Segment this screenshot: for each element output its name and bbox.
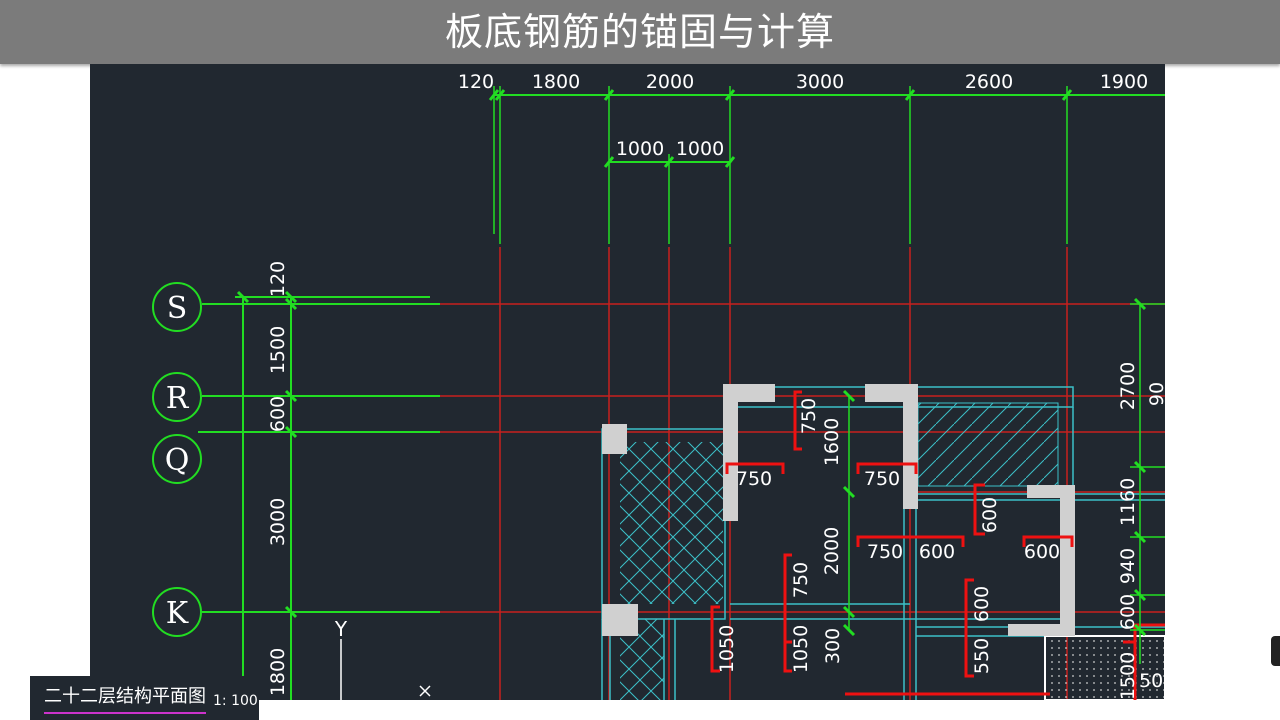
svg-text:Q: Q (165, 443, 190, 478)
axis-bubble-k: K (152, 587, 202, 637)
label-600-b: 600 (979, 497, 1001, 533)
dim-left-1800: 1800 (267, 648, 289, 696)
axis-bubble-q: Q (152, 434, 202, 484)
dim-right-1500: 1500 (1117, 652, 1139, 700)
dim-right-90: 90 (1146, 382, 1165, 406)
label-1050-b: 1050 (790, 625, 812, 673)
svg-text:R: R (166, 381, 190, 416)
dim-left-600: 600 (267, 396, 289, 432)
label-550: 550 (971, 638, 993, 674)
ucs-axis-icon: Y (334, 617, 431, 700)
dim-left-120: 120 (267, 261, 289, 297)
label-600-c: 600 (1024, 541, 1060, 563)
dim-top-120: 120 (458, 71, 494, 93)
dim-right-1160: 1160 (1117, 478, 1139, 526)
label-750-b: 750 (736, 468, 772, 490)
label-750-a: 750 (798, 398, 820, 434)
label-750-c: 750 (864, 468, 900, 490)
dim-top-1900: 1900 (1100, 71, 1148, 93)
label-750-e: 750 (790, 562, 812, 598)
internal-dimension-lines (842, 297, 1165, 664)
svg-text:K: K (166, 596, 189, 631)
sheet-name: 二十二层结构平面图 (44, 682, 206, 714)
dim-right-2700: 2700 (1117, 362, 1139, 410)
page-title: 板底钢筋的锚固与计算 (444, 10, 835, 54)
label-2000: 2000 (821, 527, 843, 575)
concrete-columns (602, 384, 1075, 636)
label-300: 300 (822, 628, 844, 664)
dim-left-1500: 1500 (267, 326, 289, 374)
right-dimensions: 2700 90 1160 940 600 1500 (1117, 362, 1165, 700)
axis-bubble-r: R (152, 372, 202, 422)
structural-plan-drawing: 120 1800 2000 3000 2600 1900 1000 1000 (152, 71, 1165, 700)
sheet-label-box: 二十二层结构平面图 1: 100 (30, 676, 259, 720)
top-extension-lines (493, 86, 1165, 244)
label-500: 500 (1139, 670, 1165, 692)
axis-bubble-s: S (152, 282, 202, 332)
dim-sub-1000-a: 1000 (616, 138, 664, 160)
label-750-d: 750 (867, 541, 903, 563)
shaft-hatch-area (917, 402, 1059, 487)
dim-top-1800: 1800 (532, 71, 580, 93)
label-600-d: 600 (971, 586, 993, 622)
ucs-y-label: Y (334, 617, 348, 641)
stair-hatch-area (620, 442, 723, 604)
dim-top-2000: 2000 (646, 71, 694, 93)
dim-top-3000: 3000 (796, 71, 844, 93)
rebar-anchorage-marks (710, 390, 1165, 700)
dim-right-600: 600 (1117, 594, 1139, 630)
dim-top-2600: 2600 (965, 71, 1013, 93)
title-bar: 板底钢筋的锚固与计算 (0, 0, 1280, 64)
sheet-scale: 1: 100 (213, 693, 258, 709)
dotted-fill-area (1044, 635, 1165, 700)
label-600-a: 600 (919, 541, 955, 563)
top-dimension-ticks (488, 89, 1073, 168)
label-1600: 1600 (821, 418, 843, 466)
side-panel-handle[interactable] (1271, 636, 1280, 666)
dim-right-940: 940 (1117, 548, 1139, 584)
anchorage-labels: 750 750 1600 750 2000 750 600 600 600 75… (716, 398, 1165, 692)
dim-sub-1000-b: 1000 (676, 138, 724, 160)
label-1050-a: 1050 (716, 625, 738, 673)
left-dimensions: 120 1500 600 3000 1800 (267, 261, 289, 696)
svg-text:S: S (167, 291, 188, 326)
left-dimension-lines (198, 290, 440, 700)
cad-drawing-canvas[interactable]: 120 1800 2000 3000 2600 1900 1000 1000 (90, 64, 1165, 700)
dim-left-3000: 3000 (267, 498, 289, 546)
top-dimensions: 120 1800 2000 3000 2600 1900 1000 1000 (458, 71, 1148, 160)
